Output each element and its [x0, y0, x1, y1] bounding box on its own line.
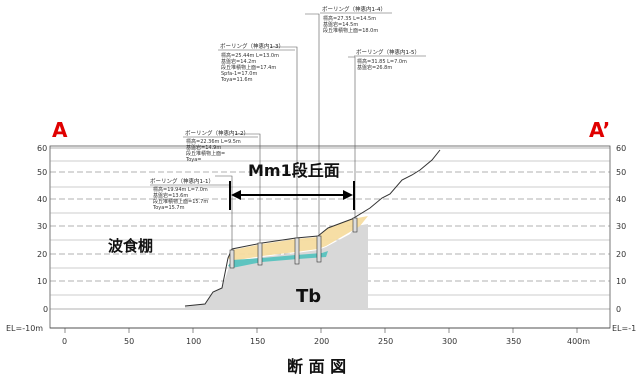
- svg-text:Spfa-1=17.0m: Spfa-1=17.0m: [221, 71, 257, 77]
- borehole-label-1-1: ボーリング（神恵内1-1） 標高=19.94m L=7.0m 基盤岩=13.6m…: [150, 177, 230, 211]
- svg-text:標高=31.85 L=7.0m: 標高=31.85 L=7.0m: [357, 58, 407, 65]
- svg-text:基盤岩=14.5m: 基盤岩=14.5m: [323, 21, 358, 28]
- x-tick: 0: [62, 337, 67, 346]
- svg-text:段丘堆積物上面=17.4m: 段丘堆積物上面=17.4m: [221, 64, 276, 71]
- x-tick: 50: [124, 337, 134, 346]
- y-tick-right: 10: [616, 277, 626, 286]
- svg-text:段丘堆積物上面=15.7m: 段丘堆積物上面=15.7m: [153, 198, 208, 205]
- y-tick-left: 30: [37, 222, 47, 231]
- y-tick-left: 10: [37, 277, 47, 286]
- y-tick-right: 50: [616, 168, 626, 177]
- y-axis-bottom-right: EL=-1: [612, 324, 636, 333]
- svg-text:基盤岩=14.9m: 基盤岩=14.9m: [186, 144, 221, 151]
- y-tick-right: 40: [616, 195, 626, 204]
- svg-text:標高=19.94m L=7.0m: 標高=19.94m L=7.0m: [153, 186, 208, 193]
- x-tick: 250: [378, 337, 393, 346]
- y-tick-left: 0: [43, 305, 48, 314]
- platform-label: 波食棚: [108, 237, 153, 255]
- y-tick-left: 50: [37, 168, 47, 177]
- svg-text:ボーリング（神恵内1-3）: ボーリング（神恵内1-3）: [220, 42, 284, 50]
- svg-text:基盤岩=26.8m: 基盤岩=26.8m: [357, 64, 392, 71]
- section-end-right: A’: [589, 118, 610, 142]
- y-tick-left: 60: [37, 144, 47, 153]
- borehole-label-1-2: ボーリング（神恵内1-2） 標高=22.36m L=9.5m 基盤岩=14.9m…: [183, 129, 258, 163]
- svg-text:ボーリング（神恵内1-5）: ボーリング（神恵内1-5）: [356, 48, 420, 56]
- svg-text:段丘堆積物上面=18.0m: 段丘堆積物上面=18.0m: [323, 27, 378, 34]
- svg-text:Toya=11.6m: Toya=11.6m: [220, 77, 253, 83]
- svg-text:標高=25.44m L=13.0m: 標高=25.44m L=13.0m: [221, 52, 279, 59]
- svg-text:ボーリング（神恵内1-4）: ボーリング（神恵内1-4）: [322, 5, 386, 13]
- section-caption: 断 面 図: [287, 357, 346, 376]
- bedrock-area: [185, 224, 368, 308]
- svg-text:基盤岩=14.2m: 基盤岩=14.2m: [221, 58, 256, 65]
- borehole-columns: [229, 217, 358, 269]
- ground-surface-line: [184, 149, 441, 307]
- svg-text:標高=27.35 L=14.5m: 標高=27.35 L=14.5m: [323, 15, 376, 22]
- terrace-deposit-area: [228, 216, 368, 261]
- y-axis-bottom-left: EL=-10m: [6, 324, 43, 333]
- x-tick: 200: [314, 337, 329, 346]
- borehole-label-1-3: ボーリング（神恵内1-3） 標高=25.44m L=13.0m 基盤岩=14.2…: [218, 42, 295, 83]
- svg-text:段丘堆積物上面=: 段丘堆積物上面=: [186, 150, 225, 157]
- x-tick: 300: [442, 337, 457, 346]
- y-tick-right: 30: [616, 222, 626, 231]
- svg-text:ボーリング（神恵内1-1）: ボーリング（神恵内1-1）: [150, 177, 214, 185]
- marine-layer: [228, 251, 328, 268]
- x-tick: 100: [186, 337, 201, 346]
- y-tick-right: 0: [616, 305, 621, 314]
- svg-text:ボーリング（神恵内1-2）: ボーリング（神恵内1-2）: [185, 129, 249, 137]
- svg-text:Toya=15.7m: Toya=15.7m: [152, 205, 185, 211]
- terrace-width-arrow: [229, 181, 355, 210]
- y-tick-right: 60: [616, 144, 626, 153]
- y-tick-left: 40: [37, 195, 47, 204]
- borehole-label-1-4: ボーリング（神恵内1-4） 標高=27.35 L=14.5m 基盤岩=14.5m…: [320, 5, 392, 34]
- svg-text:標高=22.36m L=9.5m: 標高=22.36m L=9.5m: [186, 138, 241, 145]
- x-tick: 350: [506, 337, 521, 346]
- terrace-label: Mm1段丘面: [248, 161, 340, 180]
- borehole-leaders: [215, 13, 356, 250]
- borehole-label-1-5: ボーリング（神恵内1-5） 標高=31.85 L=7.0m 基盤岩=26.8m: [354, 48, 426, 71]
- bedrock-label: Tb: [296, 286, 321, 307]
- section-end-left: A: [52, 118, 68, 142]
- svg-text:Toya=: Toya=: [185, 157, 201, 163]
- x-tick: 400m: [567, 337, 590, 346]
- y-tick-left: 20: [37, 250, 47, 259]
- svg-text:基盤岩=13.6m: 基盤岩=13.6m: [153, 192, 188, 199]
- y-tick-right: 20: [616, 250, 626, 259]
- x-tick: 150: [250, 337, 265, 346]
